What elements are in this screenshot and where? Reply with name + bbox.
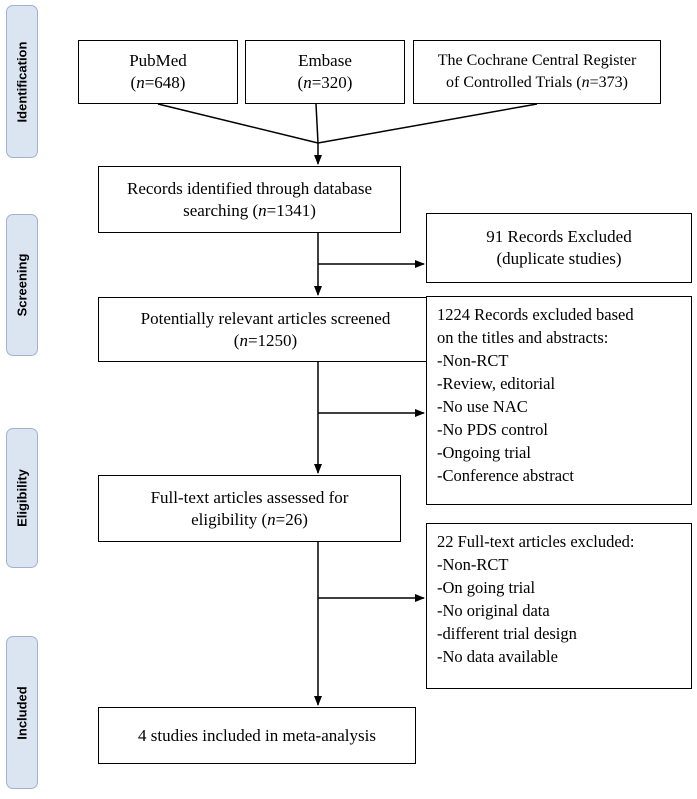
identified-line2: searching (n=1341) [183,200,316,220]
exclusion-item: -different trial design [437,624,577,643]
included-text: 4 studies included in meta-analysis [138,725,376,745]
excluded-titles-header: 1224 Records excluded based [437,305,634,324]
phase-identification: Identification [6,5,38,158]
records-identified-box: Records identified through database sear… [98,166,401,233]
fulltext-line2: eligibility (n=26) [191,509,308,529]
source-box-cochrane: The Cochrane Central Register of Control… [413,40,661,104]
excluded-titles-header: on the titles and abstracts: [437,328,609,347]
exclusion-item: -No PDS control [437,420,548,439]
source-box-embase: Embase (n=320) [245,40,405,104]
identified-line1: Records identified through database [126,178,372,198]
source-name: The Cochrane Central Register [437,52,637,69]
fulltext-line1: Full-text articles assessed for [150,487,349,507]
excluded-fulltext-box: 22 Full-text articles excluded: -Non-RCT… [426,523,692,689]
excluded-fulltext-header: 22 Full-text articles excluded: [437,532,635,551]
exclusion-item: -Review, editorial [437,374,556,393]
source-name: Embase [298,51,352,70]
duplicates-line2: (duplicate studies) [496,249,622,268]
exclusion-item: -On going trial [437,578,536,597]
phase-included: Included [6,636,38,789]
duplicates-line1: 91 Records Excluded [486,227,632,246]
screened-line1: Potentially relevant articles screened [140,308,391,328]
connector-cochrane [317,103,538,144]
excluded-titles-box: 1224 Records excluded based on the title… [426,296,692,505]
exclusion-item: -No data available [437,647,558,666]
exclusion-item: -Ongoing trial [437,443,531,462]
included-studies-box: 4 studies included in meta-analysis [98,707,416,764]
exclusion-item: -Conference abstract [437,466,574,485]
exclusion-item: -Non-RCT [437,351,509,370]
exclusion-item: -No original data [437,601,550,620]
exclusion-item: -No use NAC [437,397,528,416]
phase-eligibility: Eligibility [6,428,38,568]
screened-line2: (n=1250) [233,330,298,350]
source-count: (n=320) [297,73,353,92]
source-box-pubmed: PubMed (n=648) [78,40,238,104]
phase-screening: Screening [6,214,38,356]
source-count: of Controlled Trials (n=373) [446,74,628,91]
connector-pubmed [157,103,319,144]
screened-box: Potentially relevant articles screened (… [98,297,433,362]
source-name: PubMed [129,51,187,70]
source-count: (n=648) [130,73,186,92]
fulltext-assessed-box: Full-text articles assessed for eligibil… [98,475,401,542]
duplicates-excluded-box: 91 Records Excluded (duplicate studies) [426,213,692,283]
connector-embase [315,103,319,144]
exclusion-item: -Non-RCT [437,555,509,574]
